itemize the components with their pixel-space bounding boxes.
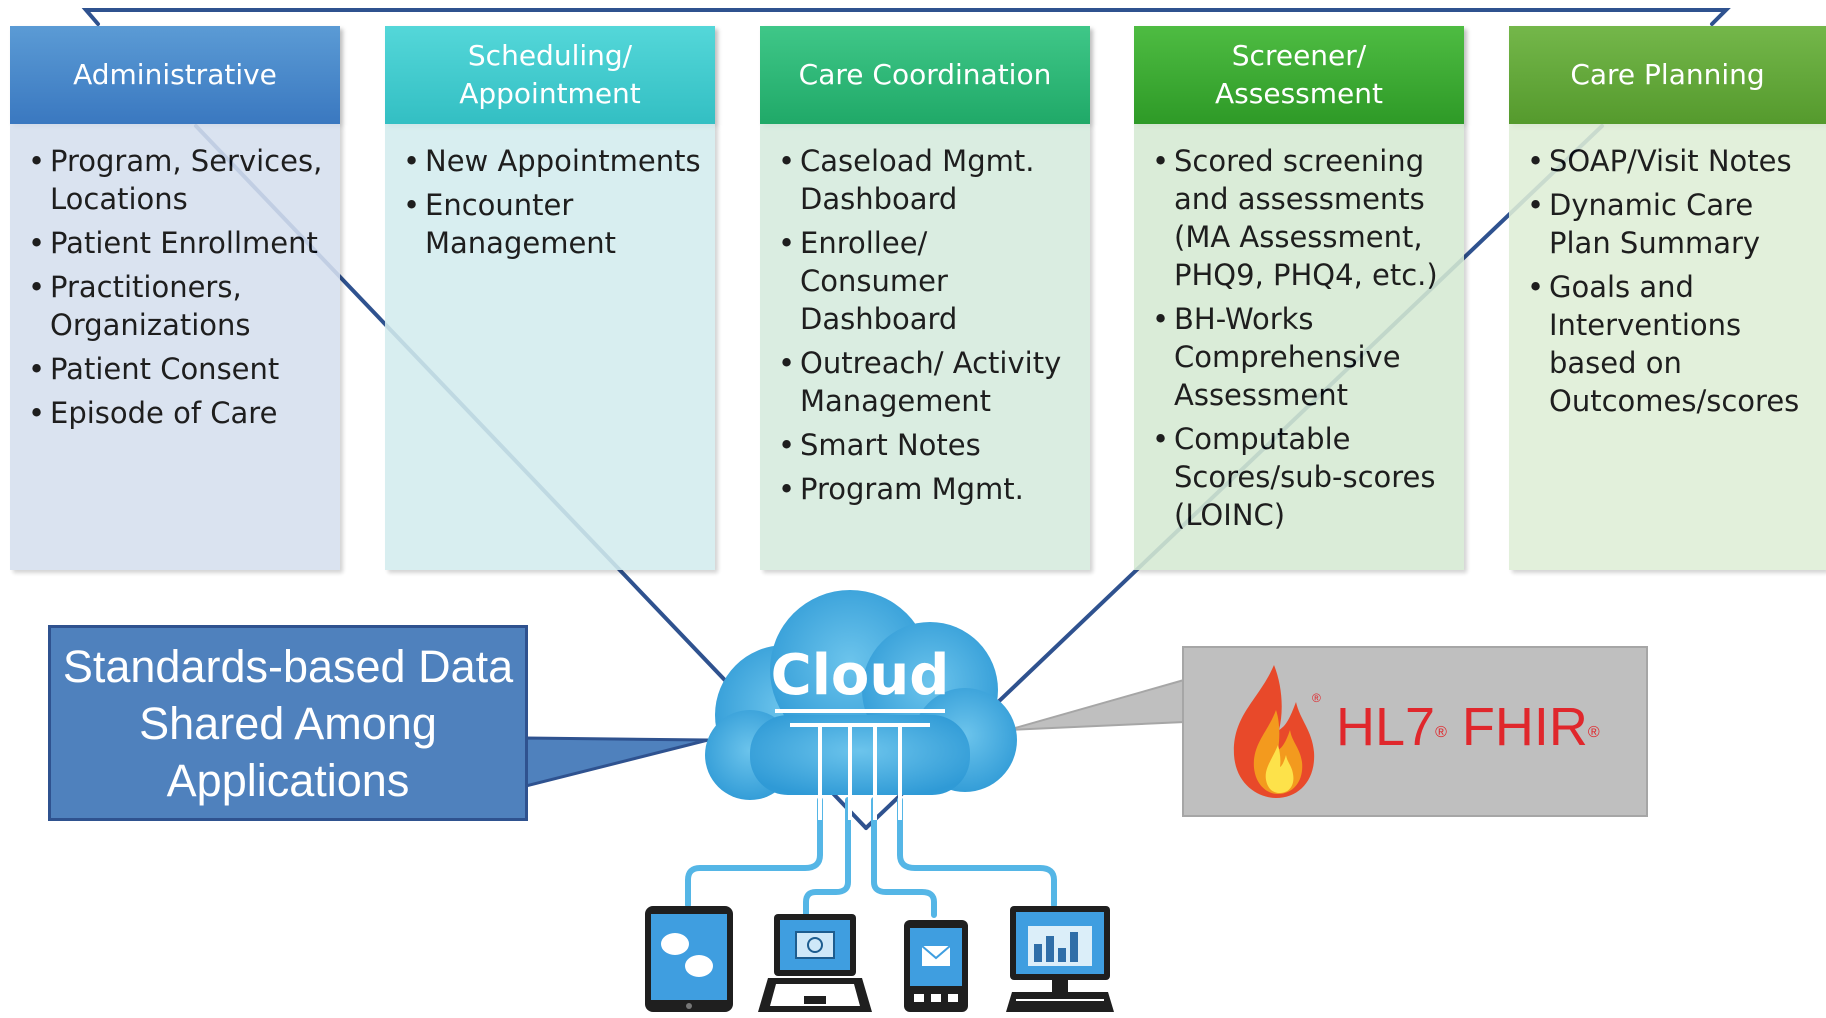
column-header: Care Planning [1509,26,1826,124]
cloud: Cloud [690,575,1030,820]
column-body: Scored screening and assessments (MA Ass… [1134,124,1464,570]
list-item: Program Mgmt. [778,470,1076,508]
chat-tablet-icon [643,904,735,1014]
list-item: Computable Scores/sub-scores (LOINC) [1152,420,1450,534]
column-body: Caseload Mgmt. Dashboard Enrollee/ Consu… [760,124,1090,570]
care-coordination-column: Care Coordination Caseload Mgmt. Dashboa… [760,26,1090,570]
list-item: Goals and Interventions based on Outcome… [1527,268,1812,420]
laptop-icon [756,912,874,1014]
column-body: New Appointments Encounter Management [385,124,715,570]
list-item: Patient Enrollment [28,224,326,262]
list-item: Enrollee/ Consumer Dashboard [778,224,1076,338]
fhir-text: FHIR [1461,697,1588,757]
administrative-column: Administrative Program, Services, Locati… [10,26,340,570]
phone-mail-icon [902,918,970,1014]
screener-assessment-column: Screener/ Assessment Scored screening an… [1134,26,1464,570]
hl7-text: HL7 [1336,697,1436,757]
list-item: SOAP/Visit Notes [1527,142,1812,180]
list-item: BH-Works Comprehensive Assessment [1152,300,1450,414]
list-item: Caseload Mgmt. Dashboard [778,142,1076,218]
column-header: Screener/ Assessment [1134,26,1464,124]
registered-mark: ® [1435,724,1447,741]
list-item: Patient Consent [28,350,326,388]
list-item: Outreach/ Activity Management [778,344,1076,420]
column-header: Scheduling/ Appointment [385,26,715,124]
list-item: Encounter Management [403,186,701,262]
column-body: SOAP/Visit Notes Dynamic Care Plan Summa… [1509,124,1826,570]
item-list: Program, Services, Locations Patient Enr… [10,124,340,432]
column-header: Administrative [10,26,340,124]
item-list: New Appointments Encounter Management [385,124,715,262]
callout-pointer [524,736,709,788]
list-item: Program, Services, Locations [28,142,326,218]
item-list: Caseload Mgmt. Dashboard Enrollee/ Consu… [760,124,1090,508]
item-list: SOAP/Visit Notes Dynamic Care Plan Summa… [1509,124,1826,420]
cloud-label: Cloud [770,643,950,708]
hl7-fhir-badge: ® HL7® FHIR® [1182,646,1648,817]
column-header: Care Coordination [760,26,1090,124]
standards-callout: Standards-based Data Shared Among Applic… [48,625,528,821]
registered-mark: ® [1312,691,1321,705]
fhir-wordmark: HL7® FHIR® [1336,692,1600,762]
care-planning-column: Care Planning SOAP/Visit Notes Dynamic C… [1509,26,1826,570]
list-item: Smart Notes [778,426,1076,464]
list-item: Dynamic Care Plan Summary [1527,186,1812,262]
list-item: New Appointments [403,142,701,180]
standards-callout-text: Standards-based Data Shared Among Applic… [62,640,514,806]
item-list: Scored screening and assessments (MA Ass… [1134,124,1464,534]
column-body: Program, Services, Locations Patient Enr… [10,124,340,570]
list-item: Scored screening and assessments (MA Ass… [1152,142,1450,294]
registered-mark: ® [1587,724,1600,741]
list-item: Practitioners, Organizations [28,268,326,344]
fhir-flame-icon: ® [1233,665,1321,798]
list-item: Episode of Care [28,394,326,432]
fhir-callout-pointer [1007,678,1185,731]
monitor-chart-icon [1004,904,1116,1014]
scheduling-column: Scheduling/ Appointment New Appointments… [385,26,715,570]
